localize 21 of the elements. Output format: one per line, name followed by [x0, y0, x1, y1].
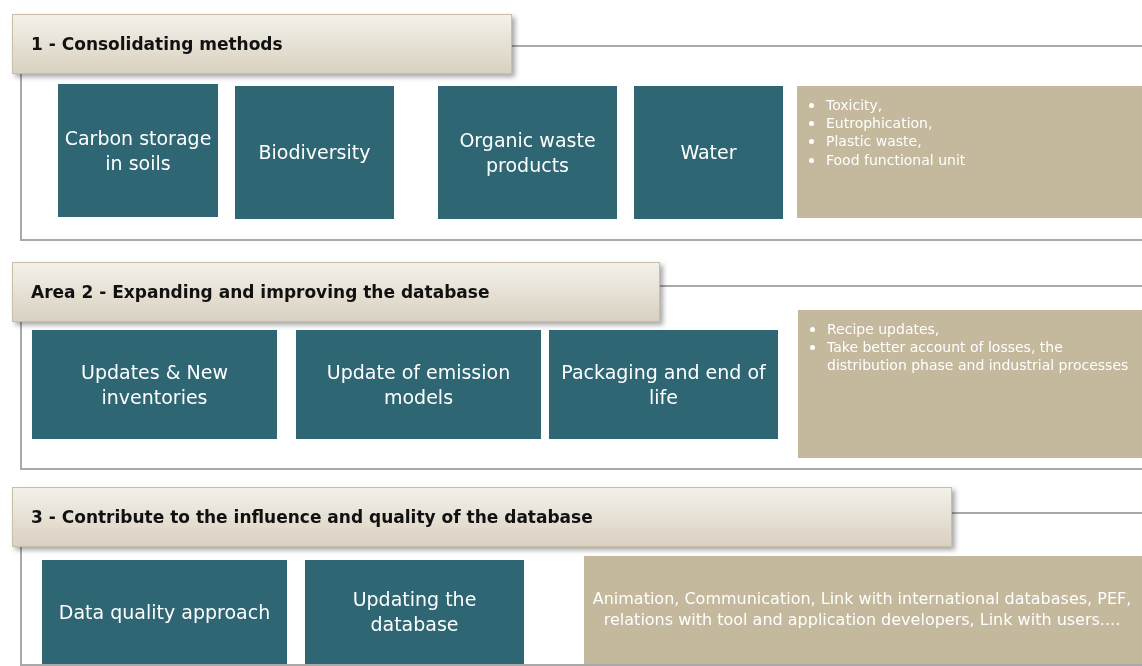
section-heading-tab: 1 - Consolidating methods: [12, 14, 512, 74]
list-item-text: Take better account of losses, the distribution phase and industrial processes: [827, 338, 1130, 375]
list-item-text: Food functional unit: [826, 150, 966, 169]
list-item-text: Eutrophication,: [826, 114, 933, 133]
list-item-text: Plastic waste,: [826, 132, 922, 151]
topic-box: Data quality approach: [42, 560, 287, 664]
note-box: Animation, Communication, Link with international databases, PEF, relations with tool and application developers, Link with users....: [584, 556, 1142, 664]
topic-box: Water: [634, 86, 783, 219]
section-heading-tab: 3 - Contribute to the influence and quality of the database: [12, 487, 952, 547]
list-item-text: Recipe updates,: [827, 320, 940, 339]
topic-box: Biodiversity: [235, 86, 394, 219]
topic-box: Packaging and end of life: [549, 330, 778, 439]
topic-box: Updating the database: [305, 560, 524, 664]
section-heading-tab: Area 2 - Expanding and improving the database: [12, 262, 660, 322]
topic-box: Updates & New inventories: [32, 330, 277, 439]
note-box: [798, 310, 1142, 458]
list-item-text: Toxicity,: [826, 96, 883, 115]
topic-box: Update of emission models: [296, 330, 541, 439]
note-box: [797, 86, 1142, 218]
topic-box: Organic waste products: [438, 86, 617, 219]
topic-box: Carbon storage in soils: [58, 84, 218, 217]
